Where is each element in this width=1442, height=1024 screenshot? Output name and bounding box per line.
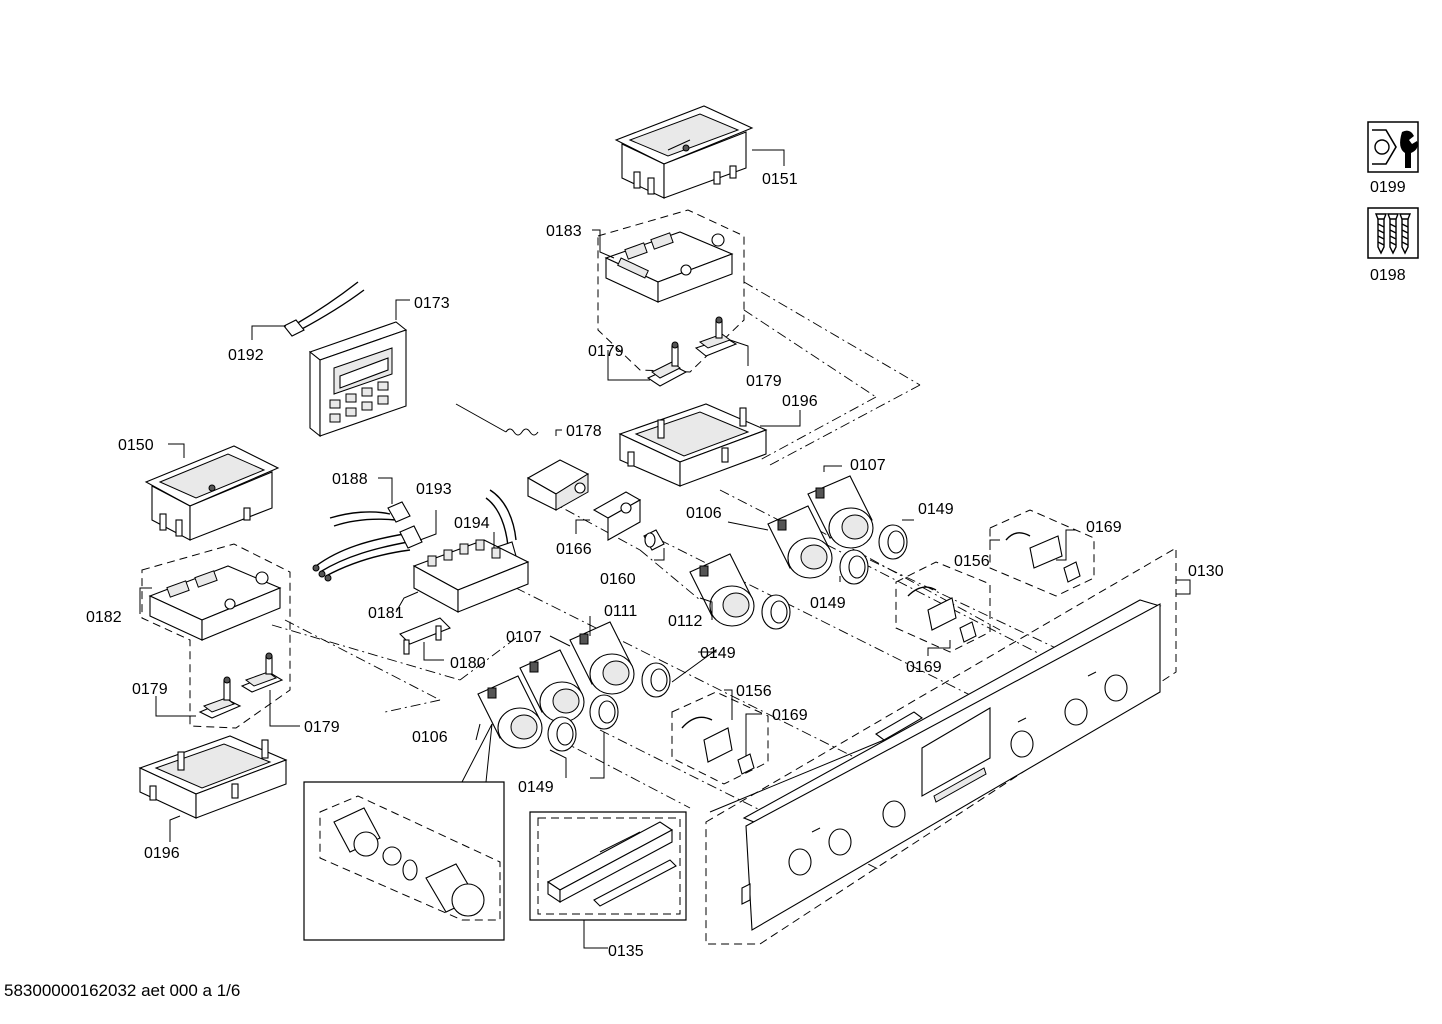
control-module-0182 bbox=[148, 565, 282, 641]
label-0179-a: 0179 bbox=[588, 343, 624, 360]
label-0180: 0180 bbox=[450, 655, 486, 672]
lamp-holder-0160 bbox=[643, 529, 665, 551]
label-0106-b: 0106 bbox=[412, 729, 448, 746]
bracket-0196-bottom bbox=[138, 735, 288, 819]
label-0151: 0151 bbox=[762, 171, 798, 188]
leader-lines bbox=[139, 149, 1191, 949]
label-0192: 0192 bbox=[228, 347, 264, 364]
pcb-0156-mid bbox=[907, 586, 977, 643]
label-0149-a: 0149 bbox=[918, 501, 954, 518]
relay-housing-0151 bbox=[614, 105, 754, 199]
label-0149-b: 0149 bbox=[810, 595, 846, 612]
label-0169-a: 0169 bbox=[1086, 519, 1122, 536]
bracket-0196-top bbox=[618, 403, 768, 487]
document-reference: 58300000162032 aet 000 a 1/6 bbox=[4, 981, 241, 1000]
thermostat-0179-lower-right bbox=[240, 652, 284, 693]
temperature-sensor-0178 bbox=[455, 403, 590, 511]
clip-0180 bbox=[399, 617, 451, 655]
label-0156-b: 0156 bbox=[736, 683, 772, 700]
label-0179-d: 0179 bbox=[304, 719, 340, 736]
label-0149-c: 0149 bbox=[700, 645, 736, 662]
label-0130: 0130 bbox=[1188, 563, 1224, 580]
label-0199: 0199 bbox=[1370, 179, 1406, 196]
control-panel-0130 bbox=[709, 599, 1162, 931]
label-0166: 0166 bbox=[556, 541, 592, 558]
label-0135: 0135 bbox=[608, 943, 644, 960]
label-0179-c: 0179 bbox=[132, 681, 168, 698]
switch-knob-0111 bbox=[569, 621, 671, 698]
label-0178: 0178 bbox=[566, 423, 602, 440]
label-0183: 0183 bbox=[546, 223, 582, 240]
relay-housing-0150 bbox=[144, 445, 280, 541]
label-0150: 0150 bbox=[118, 437, 154, 454]
thermostat-0179-lower-left bbox=[198, 676, 242, 719]
label-0112: 0112 bbox=[668, 613, 703, 630]
wire-connector-0192 bbox=[283, 281, 365, 337]
control-module-0183 bbox=[604, 231, 734, 303]
label-0188: 0188 bbox=[332, 471, 368, 488]
label-0169-b: 0169 bbox=[906, 659, 942, 676]
switch-knob-0112 bbox=[689, 553, 791, 630]
label-0198: 0198 bbox=[1370, 267, 1406, 284]
inset-knob-detail bbox=[303, 781, 505, 941]
display-board-0135 bbox=[537, 817, 681, 915]
thermostat-0179-right bbox=[694, 316, 738, 357]
label-0196-b: 0196 bbox=[144, 845, 180, 862]
label-0173: 0173 bbox=[414, 295, 450, 312]
part-labels: 0151 0183 0179 0179 0196 0173 0192 0178 … bbox=[86, 171, 1224, 960]
group-outline-0156-top bbox=[989, 509, 1095, 597]
bracket-0166 bbox=[592, 491, 642, 541]
label-0156-a: 0156 bbox=[954, 553, 990, 570]
switch-knob-0106-low bbox=[477, 675, 577, 752]
label-0106-a: 0106 bbox=[686, 505, 722, 522]
pcb-0156-top bbox=[1005, 532, 1081, 583]
label-0194: 0194 bbox=[454, 515, 490, 532]
terminal-block-0181 bbox=[412, 539, 530, 613]
label-0111: 0111 bbox=[604, 603, 637, 620]
label-0196-a: 0196 bbox=[782, 393, 818, 410]
electronic-module-0173 bbox=[308, 321, 408, 438]
knob-exploded-detail bbox=[319, 795, 501, 921]
label-0160: 0160 bbox=[600, 571, 636, 588]
wrench-tool-icon bbox=[1367, 121, 1419, 173]
label-0179-b: 0179 bbox=[746, 373, 782, 390]
label-0149-d: 0149 bbox=[518, 779, 554, 796]
inset-display-detail bbox=[529, 811, 687, 921]
thermostat-0179-left bbox=[646, 341, 688, 387]
label-0107-b: 0107 bbox=[506, 629, 542, 646]
screws-icon bbox=[1367, 207, 1419, 259]
label-0169-c: 0169 bbox=[772, 707, 808, 724]
group-outline-0130 bbox=[705, 547, 1177, 945]
label-0182: 0182 bbox=[86, 609, 122, 626]
label-0181: 0181 bbox=[368, 605, 404, 622]
label-0107-a: 0107 bbox=[850, 457, 886, 474]
switch-knob-0107-top bbox=[807, 475, 874, 549]
group-outline-0156-mid bbox=[895, 561, 991, 653]
pcb-0156-low bbox=[681, 716, 755, 775]
switch-knob-0106-mid bbox=[767, 505, 833, 579]
label-0193: 0193 bbox=[416, 481, 452, 498]
group-outline-0182 bbox=[141, 543, 291, 729]
bezel-ring-0149-a bbox=[839, 524, 908, 585]
